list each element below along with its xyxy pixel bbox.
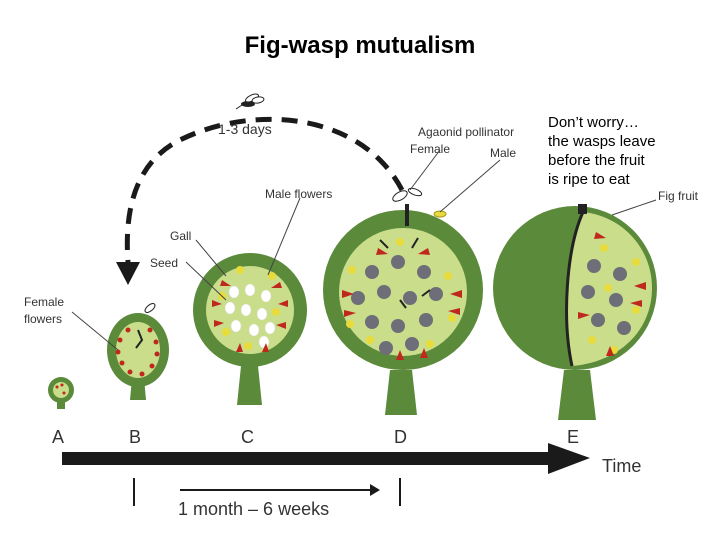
label-male: Male — [490, 146, 516, 160]
fig-stage-a — [48, 377, 74, 409]
time-arrow — [62, 443, 590, 474]
pollinator-wasp-icon — [392, 187, 447, 226]
cycle-arrow-head — [116, 262, 140, 285]
stage-letter-c: C — [241, 427, 254, 447]
label-time: Time — [602, 456, 641, 476]
duration-bracket — [133, 478, 401, 506]
fig-stage-d — [323, 187, 483, 415]
stage-letter-e: E — [567, 427, 579, 447]
label-seed: Seed — [150, 256, 178, 270]
label-male-flowers: Male flowers — [265, 187, 332, 201]
label-days: 1-3 days — [218, 121, 272, 137]
side-note: Don’t worry… the wasps leave before the … — [548, 113, 718, 189]
fig-stage-b — [107, 303, 169, 400]
fig-stage-c — [193, 253, 307, 405]
label-fig-fruit: Fig fruit — [658, 189, 699, 203]
stage-letters: A B C D E — [52, 427, 579, 447]
label-gall: Gall — [170, 229, 191, 243]
label-female-flowers-2: flowers — [24, 312, 62, 326]
diagram-title: Fig-wasp mutualism — [244, 32, 476, 59]
flying-wasp-icon — [235, 93, 265, 110]
stage-letter-b: B — [129, 427, 141, 447]
cycle-dashed-arrow — [124, 116, 405, 263]
label-female: Female — [410, 142, 450, 156]
stage-letter-d: D — [394, 427, 407, 447]
note-line-1: Don’t worry… — [548, 114, 639, 131]
leader-lines — [71, 149, 657, 351]
label-duration: 1 month – 6 weeks — [178, 499, 329, 519]
note-line-2: the wasps leave — [548, 133, 656, 150]
note-line-3: before the fruit — [548, 152, 645, 169]
stage-letter-a: A — [52, 427, 64, 447]
duration-arrow-head — [370, 484, 380, 496]
note-line-4: is ripe to eat — [548, 171, 630, 188]
label-pollinator: Agaonid pollinator — [418, 125, 514, 139]
fig-stage-e — [493, 204, 657, 420]
label-female-flowers-1: Female — [24, 295, 64, 309]
